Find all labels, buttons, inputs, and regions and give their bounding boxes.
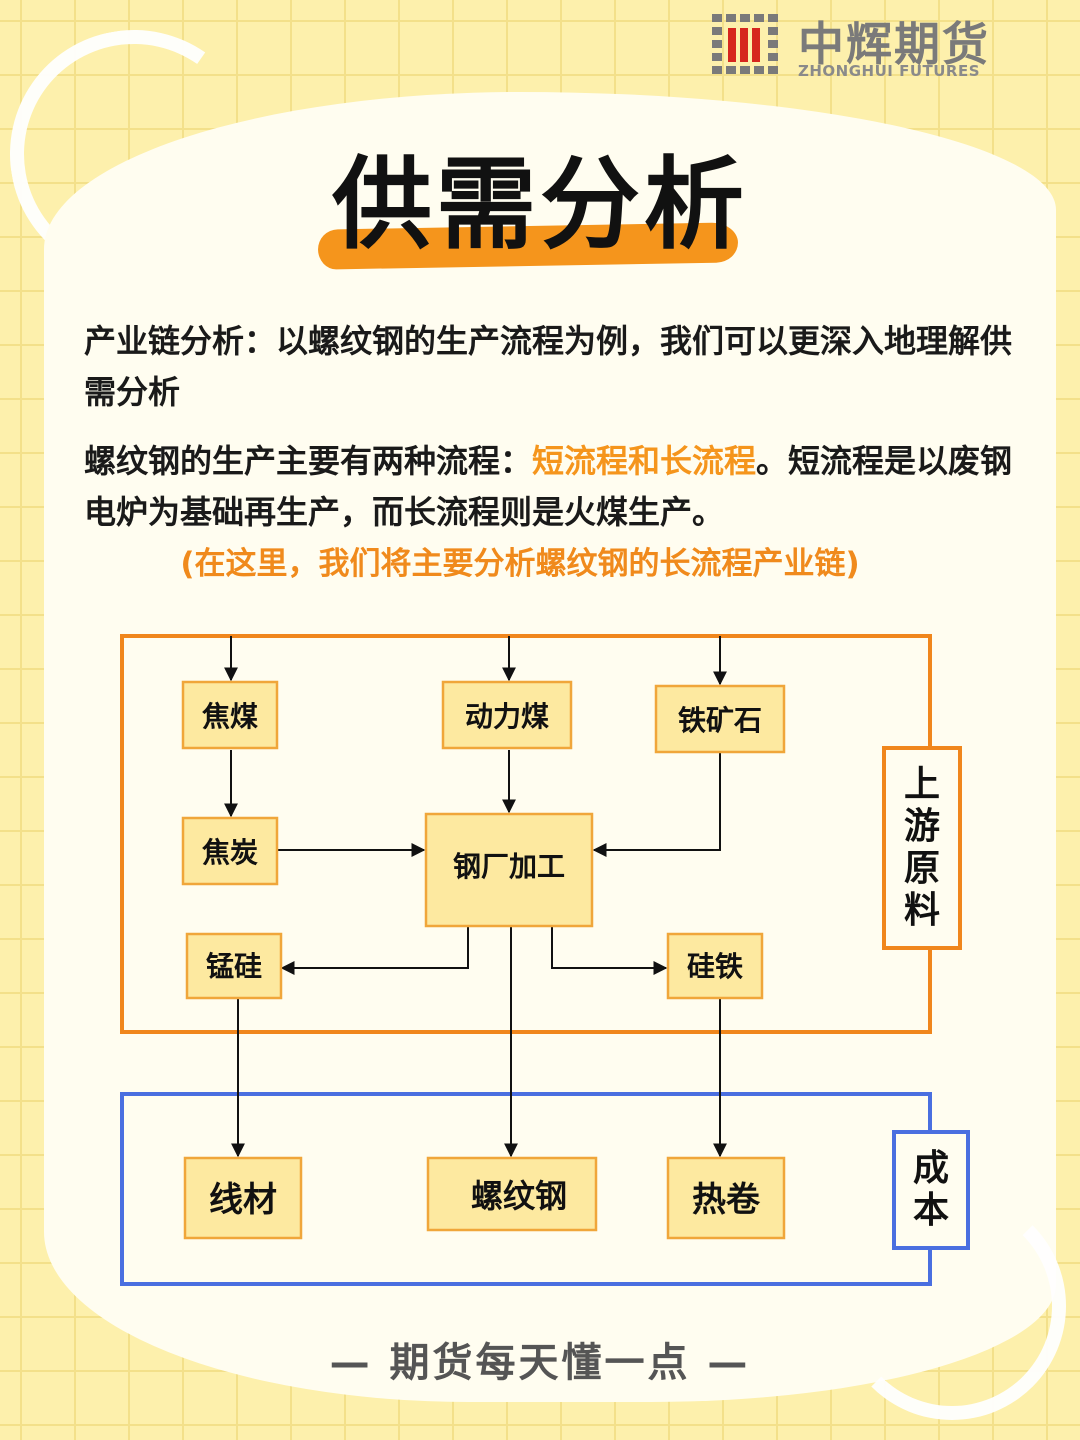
arrow-mill-to-ferrosilicon [551,926,668,975]
node-coke-label: 焦炭 [202,836,258,869]
upstream-label-char: 料 [904,890,940,931]
process-paragraph: 螺纹钢的生产主要有两种流程：短流程和长流程。短流程是以废钢电炉为基础再生产，而长… [84,436,1014,538]
logo-grid-icon [712,14,778,74]
arrow-iron-ore-to-mill [592,752,721,857]
cost-label-char: 成 [913,1148,949,1189]
node-coking-coal-label: 焦煤 [202,700,258,733]
cost-label-char: 本 [913,1190,949,1231]
node-thermal-coal: 动力煤 [441,680,573,750]
process-text-prefix: 螺纹钢的生产主要有两种流程： [84,442,533,480]
page-title: 供需分析 [332,146,748,263]
upstream-label: 上游原料 [904,764,940,931]
node-ferrosilicon: 硅铁 [666,932,764,1000]
node-ferrosilicon-label: 硅铁 [687,950,743,983]
cost-label: 成本 [913,1148,949,1231]
flow-arrows [224,636,727,1158]
node-rebar: 螺纹钢 [426,1156,598,1232]
cost-label-box: 成本 [892,1130,970,1250]
process-text-suffix: 。短流程是以废钢电炉为基础再生产，而长流程则是火煤生产。 [84,442,1013,531]
node-coking-coal: 焦煤 [181,680,279,750]
node-iron-ore: 铁矿石 [654,684,786,754]
node-rebar-label: 螺纹钢 [471,1177,567,1215]
node-silicomanganese-label: 锰硅 [206,950,262,983]
upstream-label-char: 原 [904,848,940,889]
brand-name-en: ZHONGHUI FUTURES [798,62,981,80]
node-thermal-coal-label: 动力煤 [465,700,549,733]
node-steel-mill-label: 钢厂加工 [453,850,565,883]
upstream-label-char: 上 [904,764,940,805]
node-iron-ore-label: 铁矿石 [678,704,762,737]
intro-paragraph: 产业链分析：以螺纹钢的生产流程为例，我们可以更深入地理解供需分析 [84,322,1013,411]
arrow-mill-to-silicomanganese [280,926,469,975]
node-coke: 焦炭 [181,816,279,886]
title-container: 供需分析 [0,140,1080,270]
upstream-label-box: 上游原料 [882,746,962,950]
footer-slogan: — 期货每天懂一点 — [329,1340,751,1386]
upstream-label-char: 游 [904,806,940,847]
node-steel-mill: 钢厂加工 [424,812,594,928]
node-wire-rod-label: 线材 [209,1180,277,1220]
process-highlight: 短流程和长流程 [532,442,757,480]
brand-name-cn: 中辉期货 [798,17,990,71]
node-silicomanganese: 锰硅 [185,932,283,1000]
analysis-note: (在这里，我们将主要分析螺纹钢的长流程产业链) [180,546,860,582]
node-hot-coil-label: 热卷 [692,1180,761,1220]
brand-logo: 中辉期货 ZHONGHUI FUTURES [712,8,1052,80]
node-wire-rod: 线材 [183,1156,303,1240]
node-hot-coil: 热卷 [666,1156,786,1240]
